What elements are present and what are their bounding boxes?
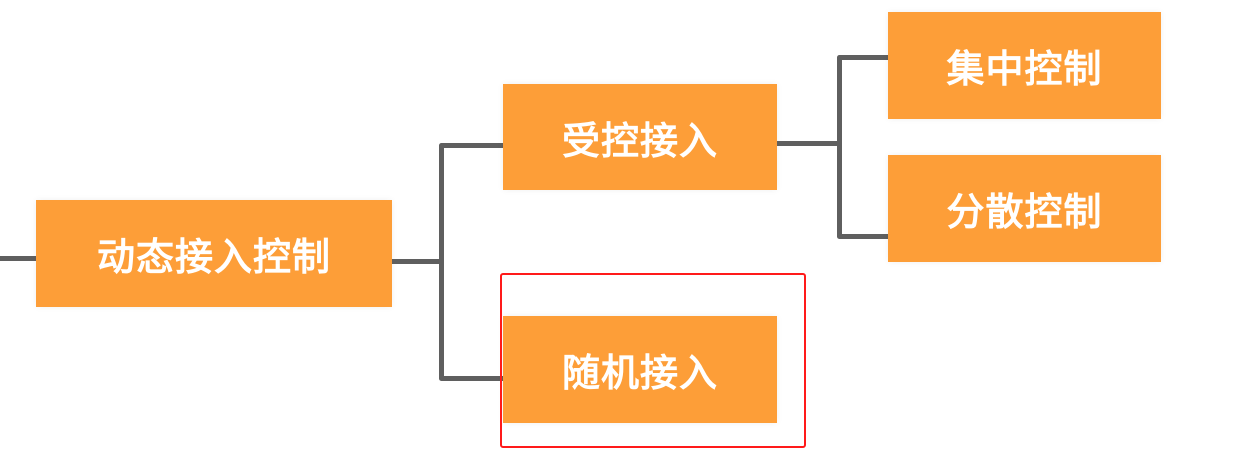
connector-controlled-spine	[837, 55, 842, 239]
node-random-access-label: 随机接入	[561, 351, 718, 395]
connector-controlled-to-centralized	[837, 55, 888, 60]
connector-controlled-stem	[777, 141, 839, 146]
highlight-box-random-access	[500, 273, 806, 448]
node-distributed-control-label: 分散控制	[946, 190, 1103, 234]
connector-controlled-to-distributed	[837, 234, 888, 239]
node-root[interactable]: 动态接入控制	[36, 200, 392, 307]
connector-incoming	[0, 256, 36, 261]
node-distributed-control[interactable]: 分散控制	[888, 155, 1161, 262]
connector-root-stem	[392, 259, 443, 264]
node-root-label: 动态接入控制	[96, 235, 331, 279]
connector-root-spine	[439, 143, 444, 381]
node-random-access[interactable]: 随机接入	[503, 316, 777, 423]
node-centralized-control-label: 集中控制	[946, 47, 1103, 91]
node-centralized-control[interactable]: 集中控制	[888, 12, 1161, 119]
connector-root-to-controlled	[439, 143, 503, 148]
node-controlled-access-label: 受控接入	[561, 118, 718, 163]
connector-root-to-random	[439, 376, 503, 381]
node-controlled-access[interactable]: 受控接入	[503, 84, 777, 190]
